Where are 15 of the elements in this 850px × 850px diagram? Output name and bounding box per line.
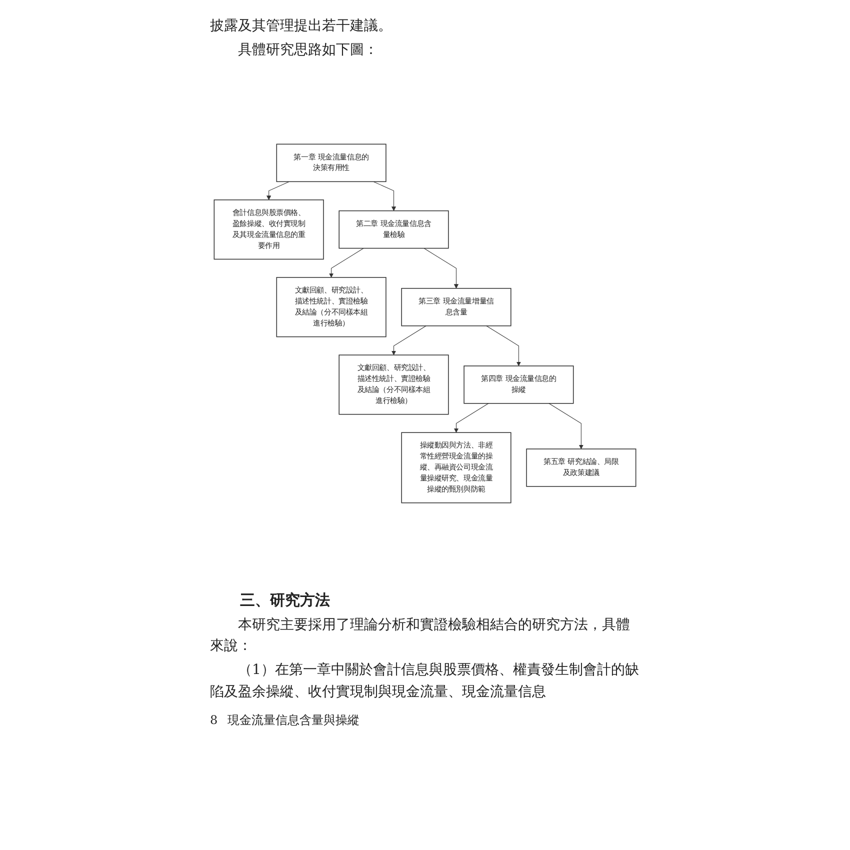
arrow [548,403,584,450]
section-heading: 三、研究方法 [240,590,331,612]
arrow [486,325,521,366]
arrow [391,325,426,356]
arrow [266,181,290,200]
arrow [373,181,396,211]
arrow [329,248,364,278]
arrow [454,403,489,433]
running-footer: 現金流量信息含量與操縱 [228,713,360,728]
body-text: 本研究主要採用了理論分析和實證檢驗相結合的研究方法，具體來說： [210,616,631,656]
body-text: 披露及其管理提出若干建議。 [210,17,393,36]
body-text: 具體研究思路如下圖： [237,40,379,60]
arrow [424,248,459,288]
page-number: 8 [210,713,218,728]
body-text: （1）在第一章中關於會計信息與股票價格、權責發生制會計的缺陷及盈余操縱、收付實現制與現金流量、現金流量信息 [210,661,640,702]
